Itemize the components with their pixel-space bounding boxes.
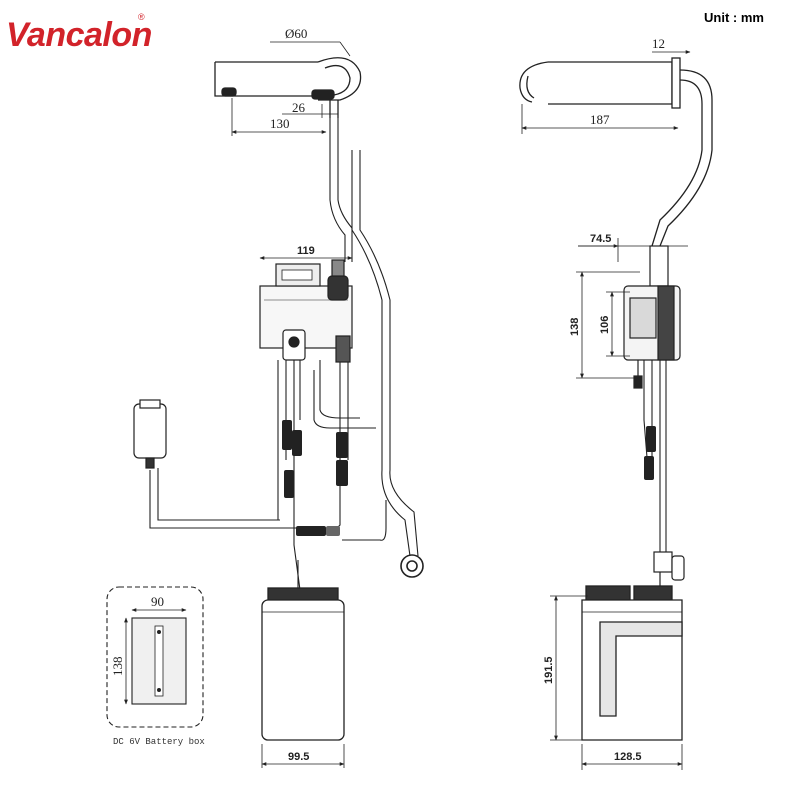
dim-spout-reach: 130 — [231, 98, 327, 136]
dim-control-box-width: 119 — [259, 245, 353, 260]
dim-spout-diameter: Ø60 — [270, 26, 351, 57]
side-control-box — [623, 245, 681, 389]
dim-side-spout-length: 187 — [521, 104, 679, 134]
dim-battery-width-label: 90 — [151, 594, 164, 609]
dim-control-box-width-label: 119 — [297, 245, 315, 257]
front-faucet-spout — [214, 57, 362, 118]
ac-adapter — [133, 399, 167, 469]
dim-side-wall-thickness-label: 12 — [652, 36, 665, 51]
dim-control-box-side-depth: 74.5 — [578, 233, 688, 262]
dim-spout-diameter-label: Ø60 — [285, 26, 307, 41]
dim-outlet-offset: 26 — [282, 100, 338, 118]
brand-logo: Vancalon — [6, 16, 152, 54]
dim-control-box-inner-height: 106 — [599, 291, 630, 357]
dim-side-spout-length-label: 187 — [590, 112, 610, 127]
dim-tank-side-width-label: 128.5 — [614, 751, 642, 763]
dim-tank-front-width-label: 99.5 — [288, 751, 309, 763]
front-connectors — [282, 420, 348, 536]
dim-control-box-inner-height-label: 106 — [599, 316, 611, 334]
dim-tank-front-width: 99.5 — [261, 744, 345, 768]
dim-control-box-height-label: 138 — [569, 318, 581, 336]
side-pump-valve — [653, 551, 685, 588]
front-cables — [149, 360, 387, 591]
dim-tank-side-width: 128.5 — [581, 744, 683, 770]
dim-control-box-height: 138 — [569, 271, 640, 379]
battery-box-caption: DC 6V Battery box — [113, 737, 205, 747]
front-soap-tank — [261, 560, 345, 741]
dim-side-wall-thickness: 12 — [652, 36, 691, 54]
dim-battery-height-label: 138 — [110, 657, 125, 677]
brand-name: Vancalon — [6, 16, 152, 54]
side-connectors — [644, 426, 656, 480]
dim-tank-height-label: 191.5 — [543, 656, 555, 684]
dim-spout-reach-label: 130 — [270, 116, 290, 131]
front-hoses — [329, 118, 419, 557]
side-faucet-spout — [519, 57, 713, 247]
front-control-box — [259, 259, 353, 363]
dim-control-box-side-depth-label: 74.5 — [590, 233, 611, 245]
unit-label: Unit : mm — [704, 10, 764, 25]
dim-tank-height: 191.5 — [543, 595, 588, 741]
side-soap-tank — [581, 585, 683, 741]
battery-box-detail: 90 138 — [106, 586, 204, 728]
brand-reg-mark: ® — [138, 12, 145, 22]
dim-outlet-offset-label: 26 — [292, 100, 306, 115]
front-sensor-ring — [400, 554, 424, 578]
